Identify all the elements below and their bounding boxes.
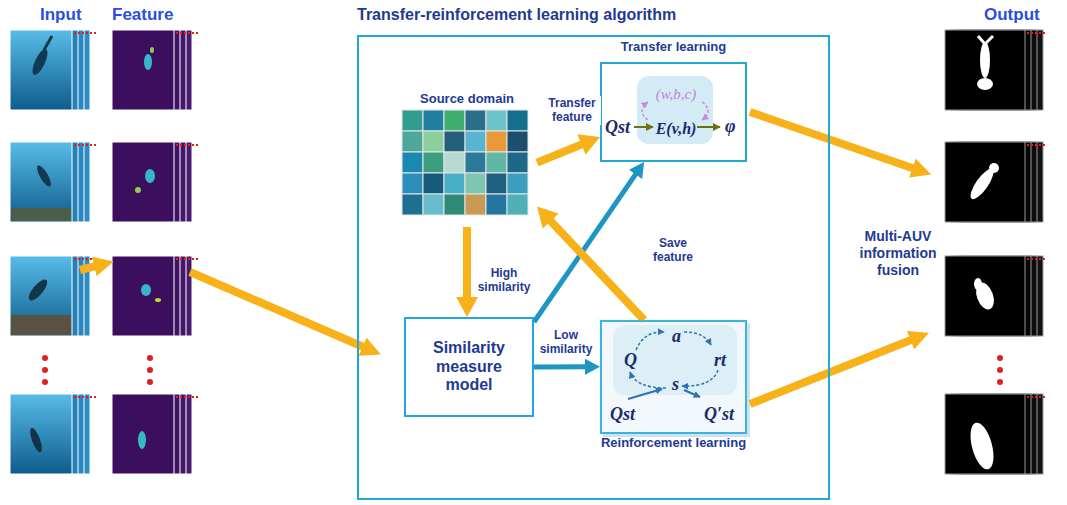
connector-line <box>547 217 644 320</box>
connector-line <box>534 364 590 369</box>
source-domain-box: Source domain <box>397 90 537 227</box>
math-symbol: (w,b,c) <box>637 86 715 103</box>
arrow-head <box>585 359 600 375</box>
connector-arrow <box>537 206 644 320</box>
connector-arrow <box>534 359 600 375</box>
edge-label: High similarity <box>472 266 536 295</box>
edge-label: Low similarity <box>536 328 596 357</box>
arrow-head <box>629 162 644 179</box>
math-symbol: s <box>672 374 679 395</box>
transfer-learning-box: Transfer learningQst(w,b,c)E(v,h)φ <box>600 62 747 162</box>
column-title: Feature <box>112 5 173 25</box>
math-symbol: Q′st <box>704 404 734 425</box>
rl-loop-sketch <box>598 318 750 437</box>
output-masks <box>945 30 1045 474</box>
box-title: Transfer learning <box>621 40 726 55</box>
connector-line <box>463 227 471 303</box>
math-symbol: E(v,h) <box>637 120 715 138</box>
connector-line <box>537 142 587 162</box>
fusion-label: Multi-AUV information fusion <box>851 228 945 278</box>
column-title: Input <box>40 5 82 25</box>
reinforcement-learning-box: Reinforcement learningQartsQstQ′st <box>600 320 747 434</box>
input-images <box>10 30 98 474</box>
frame-title: Transfer-reinforcement learning algorith… <box>357 6 676 24</box>
math-symbol: a <box>672 326 681 347</box>
connector-arrow <box>534 162 644 322</box>
flow-arrows <box>80 112 918 404</box>
box-title: Similarity measure model <box>417 339 521 394</box>
arrow-head <box>456 297 478 317</box>
rbm-energy-sketch <box>634 76 720 144</box>
math-symbol: Qst <box>605 117 630 138</box>
feature-maps <box>112 30 200 474</box>
math-symbol: φ <box>725 116 736 137</box>
connector-arrow <box>537 134 600 162</box>
process-box: Similarity measure model <box>404 317 534 417</box>
edge-label: Transfer feature <box>543 96 601 125</box>
arrow-head <box>577 134 600 154</box>
box-title: Source domain <box>397 92 537 107</box>
box-title: Reinforcement learning <box>601 436 746 451</box>
column-title: Output <box>984 5 1040 25</box>
source-image-grid <box>402 110 528 215</box>
math-symbol: rt <box>714 350 726 371</box>
math-symbol: Q <box>624 350 637 371</box>
arrow-head <box>537 206 559 228</box>
math-symbol: Qst <box>610 404 635 425</box>
edge-label: Save feature <box>646 236 700 265</box>
